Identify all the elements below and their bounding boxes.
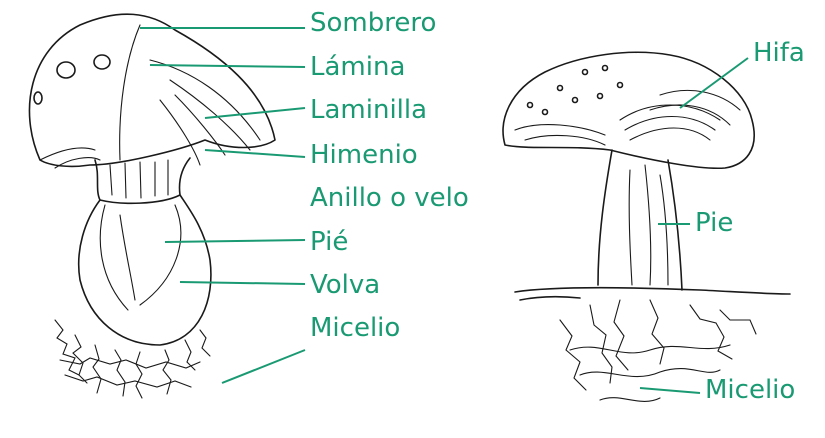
left-leader-lines xyxy=(140,28,305,383)
label-hifa: Hifa xyxy=(753,38,805,68)
label-micelio-right: Micelio xyxy=(705,375,795,405)
label-pie-right: Pie xyxy=(695,208,733,238)
label-lamina: Lámina xyxy=(310,52,405,82)
label-laminilla: Laminilla xyxy=(310,95,427,125)
label-sombrero: Sombrero xyxy=(310,8,436,38)
label-himenio: Himenio xyxy=(310,140,418,170)
left-cap xyxy=(29,14,275,166)
right-mushroom-illustration xyxy=(503,52,790,401)
left-mushroom-illustration xyxy=(29,14,275,398)
right-cap xyxy=(503,52,754,168)
label-pie-left: Pié xyxy=(310,227,348,257)
label-volva: Volva xyxy=(310,270,380,300)
label-micelio-left: Micelio xyxy=(310,313,400,343)
label-anillo-o-velo: Anillo o velo xyxy=(310,183,469,213)
